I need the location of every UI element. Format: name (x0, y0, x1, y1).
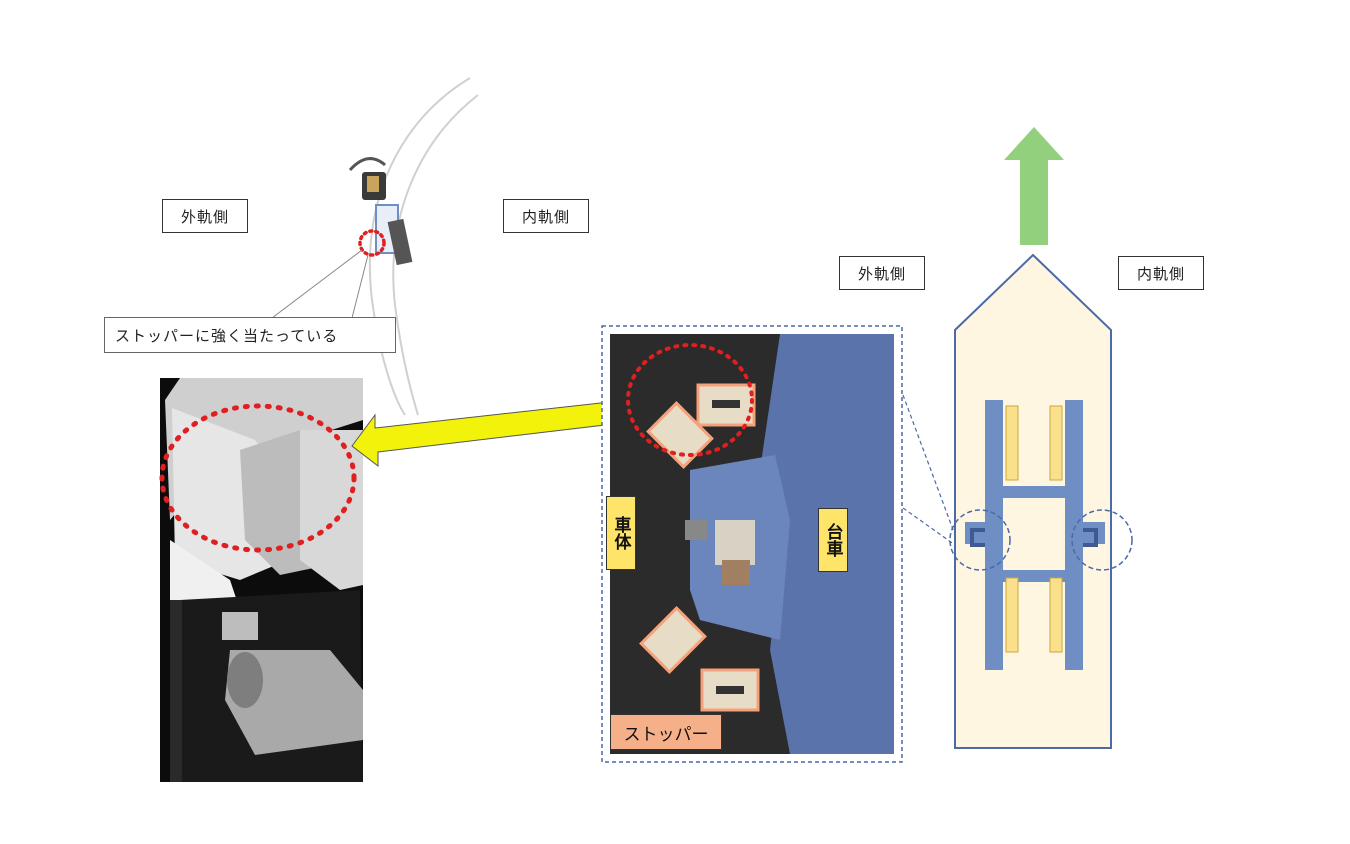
stopper-contact-marker (626, 343, 754, 457)
callout-line (271, 249, 363, 319)
detail-connector (902, 507, 956, 546)
bogie-tag: 台車 (818, 508, 848, 572)
curved-track (368, 77, 479, 416)
train-car-small (348, 157, 413, 266)
inner-rail-side-label: 内軌側 (503, 199, 589, 233)
underside-photo (601, 325, 903, 763)
direction-arrow (1004, 127, 1064, 245)
zoom-arrow (351, 399, 631, 468)
stopper-tag: ストッパー (610, 714, 722, 750)
contact-area-marker (159, 403, 357, 553)
car-body-tag: 車体 (606, 496, 636, 570)
callout-line (351, 254, 369, 319)
bogie-frame (965, 400, 1105, 670)
stopper-detail-circle-right (1071, 509, 1133, 571)
closeup-photo (159, 378, 363, 782)
stopper-detail-circle-left (949, 509, 1011, 571)
outer-rail-side-label: 外軌側 (162, 199, 248, 233)
contact-point-marker (358, 229, 386, 257)
contact-callout: ストッパーに強く当たっている (104, 317, 396, 353)
outer-rail-side-label-right: 外軌側 (839, 256, 925, 290)
car-body-outline (954, 253, 1112, 749)
inner-rail-side-label-right: 内軌側 (1118, 256, 1204, 290)
detail-connector (902, 394, 956, 536)
wheelsets (1005, 405, 1063, 653)
